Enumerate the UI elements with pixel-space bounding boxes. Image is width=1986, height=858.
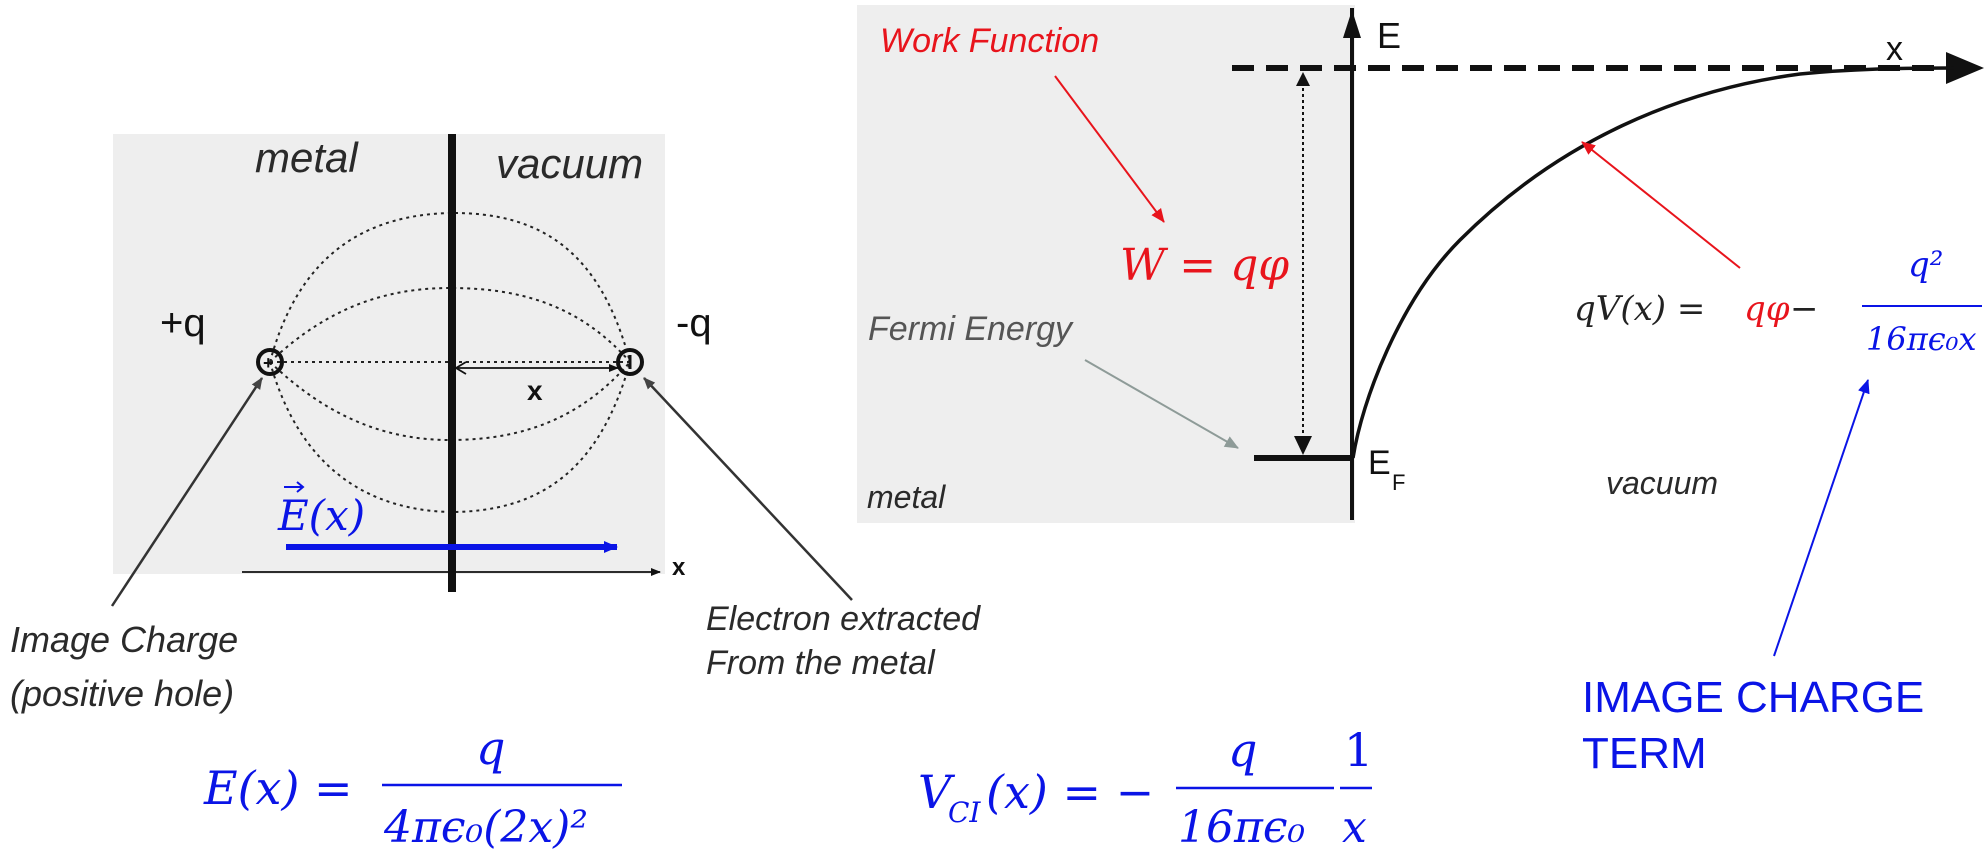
left-vacuum-label: vacuum <box>496 140 643 187</box>
image-term-pointer <box>1773 379 1870 657</box>
left-diagram: metal vacuum + +q -q x x <box>10 134 981 714</box>
svg-text:qφ: qφ <box>1744 289 1790 329</box>
vci-numerator: q <box>1228 723 1257 777</box>
ef-label: E F <box>1368 444 1405 495</box>
energy-axis-label: E <box>1377 15 1401 56</box>
svg-text:E(x): E(x) <box>277 491 365 540</box>
vci-frac2-denominator: x <box>1342 802 1367 853</box>
svg-text:F: F <box>1392 470 1405 495</box>
image-term-line1: IMAGE CHARGE <box>1582 673 1924 722</box>
work-function-pointer <box>1054 75 1165 223</box>
e-field-equation: E(x) = q 4πϵ₀(2x)² <box>203 721 622 853</box>
electron-minus <box>616 348 644 376</box>
minus-q-label: -q <box>676 301 712 345</box>
plus-q-label: +q <box>160 301 206 345</box>
electron-pointer <box>643 377 853 601</box>
electron-line2: From the metal <box>706 644 936 682</box>
vci-frac2-numerator: 1 <box>1344 723 1373 777</box>
vci-equation: V CI (x) = − q 16πϵ₀ 1 x <box>918 723 1373 853</box>
image-term-curve-pointer <box>1581 141 1741 269</box>
e-field-denominator: 4πϵ₀(2x)² <box>383 802 588 853</box>
e-field-label: E(x) <box>277 481 365 540</box>
x-axis-label: x <box>1886 30 1903 68</box>
e-field-lhs: E(x) = <box>203 761 353 815</box>
svg-text:−: − <box>1790 289 1819 329</box>
left-panel-background <box>113 134 665 574</box>
image-charge-plus: + <box>256 348 284 376</box>
vci-rest: (x) = − <box>986 765 1154 819</box>
image-potential-curve <box>1351 66 1955 459</box>
vci-denominator: 16πϵ₀ <box>1178 802 1306 853</box>
plus-sign: + <box>263 353 274 373</box>
image-charge-line2: (positive hole) <box>10 673 234 714</box>
potential-denominator: 16πϵ₀x <box>1866 320 1977 358</box>
fermi-energy-label: Fermi Energy <box>868 310 1074 348</box>
distance-x-label: x <box>527 375 543 406</box>
fermi-energy-pointer <box>1084 359 1239 449</box>
svg-text:qV(x) =: qV(x) = <box>1574 289 1705 329</box>
electron-line1: Electron extracted <box>706 600 981 638</box>
right-diagram: E x E F Work Function W = qφ Fermi Energ… <box>857 5 1984 778</box>
work-function-equation: W = qφ <box>1120 240 1289 291</box>
vci-subscript: CI <box>948 796 981 829</box>
vci-lhs: V <box>918 765 956 819</box>
left-metal-label: metal <box>255 134 359 181</box>
right-vacuum-label: vacuum <box>1606 465 1718 501</box>
field-line-inner-top <box>269 286 631 363</box>
work-function-label: Work Function <box>880 22 1099 60</box>
svg-text:E: E <box>1368 444 1391 482</box>
potential-numerator: q² <box>1908 245 1943 285</box>
image-charge-line1: Image Charge <box>10 619 238 660</box>
field-line-inner-bottom <box>269 361 631 442</box>
image-term-line2: TERM <box>1582 729 1707 778</box>
potential-equation: qV(x) = qφ − q² 16πϵ₀x <box>1574 245 1982 358</box>
right-metal-label: metal <box>867 479 946 515</box>
left-x-axis-label: x <box>672 554 686 581</box>
e-field-numerator: q <box>476 721 505 775</box>
image-charge-pointer <box>110 377 264 607</box>
right-metal-region <box>857 5 1355 523</box>
